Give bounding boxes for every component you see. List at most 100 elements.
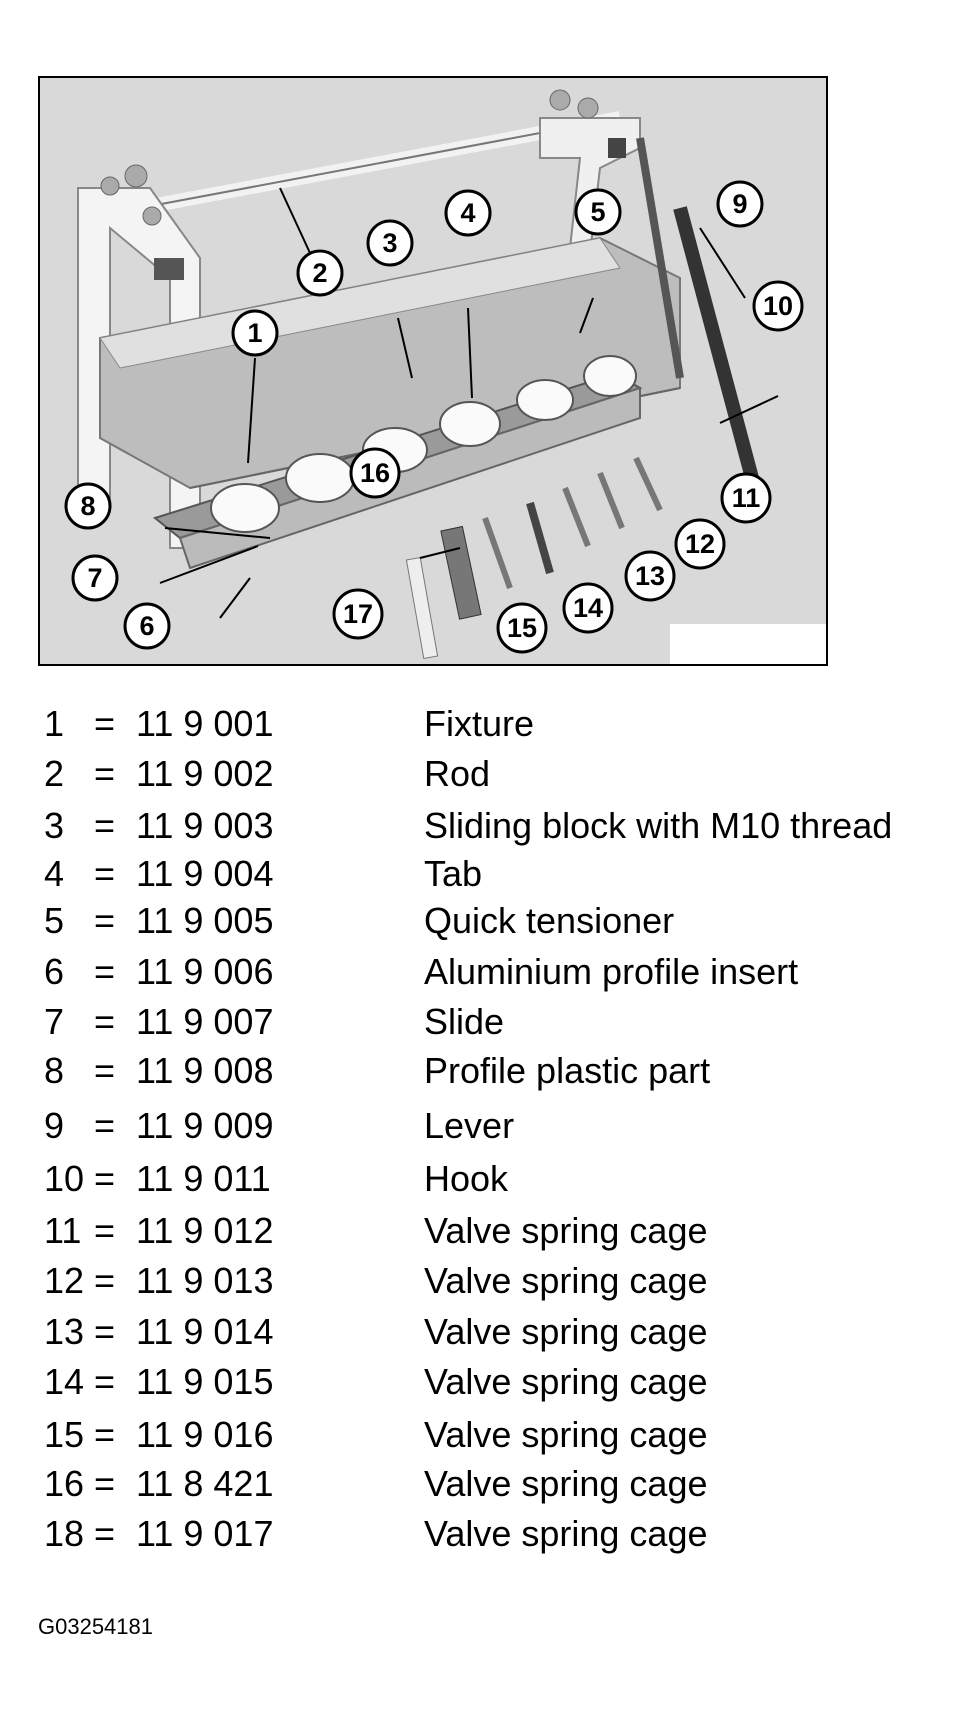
equals-sign: =	[94, 1463, 116, 1504]
part-description: Tab	[424, 853, 483, 894]
callout-9: 9	[716, 180, 764, 228]
svg-text:6: 6	[139, 611, 154, 641]
part-number: 11 9 005	[136, 900, 274, 941]
part-number-index: 16	[44, 1463, 85, 1504]
part-number-index: 4	[44, 853, 65, 894]
part-description: Valve spring cage	[424, 1463, 708, 1504]
part-number: 11 9 012	[136, 1210, 274, 1251]
part-number: 11 9 013	[136, 1260, 274, 1301]
equals-sign: =	[94, 1361, 116, 1402]
callout-15: 15	[496, 602, 548, 654]
part-description: Hook	[424, 1158, 509, 1199]
part-number: 11 9 007	[136, 1001, 274, 1042]
part-number: 11 8 421	[136, 1463, 274, 1504]
callout-7: 7	[71, 554, 119, 602]
callout-14: 14	[562, 582, 614, 634]
svg-text:3: 3	[382, 228, 397, 258]
part-description: Valve spring cage	[424, 1361, 708, 1402]
equals-sign: =	[94, 1210, 116, 1251]
part-description: Valve spring cage	[424, 1210, 708, 1251]
part-number: 11 9 016	[136, 1414, 274, 1455]
callout-8: 8	[64, 482, 112, 530]
callout-6: 6	[123, 602, 171, 650]
fixture-illustration: 1 2 3 4 5 6 7 8 9 10 11 12 13 14 15 16 1…	[64, 89, 826, 664]
callout-10: 10	[752, 280, 804, 332]
callout-1: 1	[231, 309, 279, 357]
part-number-index: 2	[44, 753, 65, 794]
callout-5: 5	[574, 188, 622, 236]
part-number-index: 12	[44, 1260, 85, 1301]
part-description: Valve spring cage	[424, 1414, 708, 1455]
tool-figure: 1 2 3 4 5 6 7 8 9 10 11 12 13 14 15 16 1…	[38, 76, 828, 666]
svg-text:5: 5	[590, 197, 605, 227]
part-number-index: 8	[44, 1050, 65, 1091]
callout-3: 3	[366, 219, 414, 267]
svg-text:10: 10	[763, 291, 793, 321]
svg-text:16: 16	[360, 458, 390, 488]
equals-sign: =	[94, 1513, 116, 1554]
part-number: 11 9 002	[136, 753, 274, 794]
part-number-index: 15	[44, 1414, 85, 1455]
svg-text:14: 14	[573, 593, 603, 623]
part-number-index: 3	[44, 805, 65, 846]
equals-sign: =	[94, 1260, 116, 1301]
part-number: 11 9 015	[136, 1361, 274, 1402]
callout-16: 16	[349, 447, 401, 499]
part-number-index: 9	[44, 1105, 65, 1146]
part-number-index: 6	[44, 951, 65, 992]
part-description: Quick tensioner	[424, 900, 675, 941]
svg-text:17: 17	[343, 599, 373, 629]
part-number-index: 1	[44, 703, 65, 744]
equals-sign: =	[94, 1311, 116, 1352]
equals-sign: =	[94, 951, 116, 992]
part-description: Valve spring cage	[424, 1513, 708, 1554]
part-number-index: 7	[44, 1001, 65, 1042]
part-number: 11 9 001	[136, 703, 274, 744]
equals-sign: =	[94, 1050, 116, 1091]
svg-text:13: 13	[635, 561, 665, 591]
svg-text:2: 2	[312, 258, 327, 288]
callout-17: 17	[332, 588, 384, 640]
part-number-index: 11	[44, 1210, 82, 1251]
equals-sign: =	[94, 900, 116, 941]
part-description: Lever	[424, 1105, 515, 1146]
equals-sign: =	[94, 753, 116, 794]
svg-text:7: 7	[87, 563, 102, 593]
equals-sign: =	[94, 1105, 116, 1146]
part-description: Valve spring cage	[424, 1311, 708, 1352]
part-number: 11 9 014	[136, 1311, 274, 1352]
svg-text:4: 4	[460, 198, 475, 228]
part-description: Rod	[424, 753, 491, 794]
svg-text:15: 15	[507, 613, 537, 643]
svg-text:8: 8	[80, 491, 95, 521]
callout-4: 4	[444, 189, 492, 237]
part-number-index: 5	[44, 900, 65, 941]
part-number: 11 9 011	[136, 1158, 271, 1199]
equals-sign: =	[94, 703, 116, 744]
svg-text:1: 1	[247, 318, 262, 348]
equals-sign: =	[94, 853, 116, 894]
part-number-index: 14	[44, 1361, 85, 1402]
equals-sign: =	[94, 805, 116, 846]
part-description: Aluminium profile insert	[424, 951, 799, 992]
part-number-index: 10	[44, 1158, 85, 1199]
part-number: 11 9 004	[136, 853, 274, 894]
part-description: Sliding block with M10 thread	[424, 805, 893, 846]
callout-2: 2	[296, 249, 344, 297]
svg-text:12: 12	[685, 529, 715, 559]
part-number-index: 18	[44, 1513, 85, 1554]
callout-11: 11	[720, 472, 772, 524]
document-code: G03254181	[38, 1614, 153, 1639]
part-number-index: 13	[44, 1311, 85, 1352]
part-description: Slide	[424, 1001, 505, 1042]
svg-text:9: 9	[732, 189, 747, 219]
equals-sign: =	[94, 1001, 116, 1042]
part-number: 11 9 008	[136, 1050, 274, 1091]
callout-13: 13	[624, 550, 676, 602]
part-number: 11 9 009	[136, 1105, 274, 1146]
equals-sign: =	[94, 1414, 116, 1455]
part-description: Fixture	[424, 703, 535, 744]
equals-sign: =	[94, 1158, 116, 1199]
part-description: Valve spring cage	[424, 1260, 708, 1301]
svg-text:11: 11	[732, 483, 761, 513]
